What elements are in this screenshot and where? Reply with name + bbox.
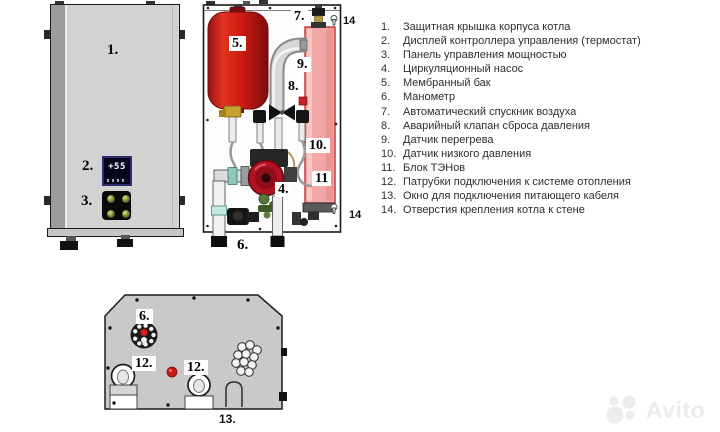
outlet-pipe [269, 37, 308, 112]
label-tank: 5. [229, 36, 246, 51]
air-vent-icon [311, 4, 326, 28]
label-cable-window: 13. [219, 412, 236, 426]
label-cover: 1. [107, 42, 119, 58]
pipe-stub [60, 241, 78, 250]
pipe-stub [66, 236, 76, 242]
pressure-sensor-icon [298, 96, 308, 106]
legend-item: 10.Датчик низкого давления [381, 147, 532, 160]
label-manometer-mid: 6. [237, 237, 249, 253]
label-power-panel: 3. [81, 193, 93, 209]
power-control-panel [102, 191, 131, 220]
legend-item: 13.Окно для подключения питающего кабеля [381, 190, 620, 203]
legend-item: 9.Датчик перегрева [381, 133, 494, 146]
valve-manifold [219, 104, 313, 188]
mount-lug [178, 30, 185, 39]
power-knob-icon [121, 194, 131, 204]
mount-keyhole-icon [330, 15, 338, 214]
panel-screws [206, 6, 338, 231]
mount-lug [178, 196, 185, 205]
red-indicator-dot [166, 366, 178, 378]
cover-side-strip [51, 5, 67, 228]
label-display: 2. [82, 158, 94, 174]
parts-legend: 1.Защитная крышка корпуса котла 2.Диспле… [381, 21, 719, 218]
legend-item: 2.Дисплей контроллера управления (термос… [381, 35, 641, 48]
label-low-pressure: 10. [306, 138, 330, 153]
legend-item: 14.Отверстия крепления котла к стене [381, 204, 585, 217]
front-bottom-strip [47, 228, 184, 237]
power-knob-icon [106, 208, 116, 219]
label-pipe-right: 12. [184, 360, 208, 375]
cover-edge-line [172, 5, 173, 228]
heater-block [302, 26, 336, 220]
legend-item: 8.Аварийный клапан сброса давления [381, 119, 590, 132]
display-buttons-row [107, 179, 127, 182]
internal-view [202, 0, 342, 247]
front-top-tab [55, 1, 64, 6]
label-manometer-bottom: 6. [136, 309, 153, 324]
membrane-tank [207, 4, 269, 113]
label-mount-bottom: 14 [349, 209, 362, 221]
legend-item: 4.Циркуляционный насос [381, 63, 524, 76]
manometer-icon [130, 321, 158, 349]
power-knob-icon [121, 208, 131, 219]
cable-slot-icon [225, 381, 243, 407]
legend-item: 11.Блок ТЭНов [381, 161, 466, 174]
label-heater-block: 11 [312, 171, 332, 186]
bottom-screws [106, 296, 280, 407]
front-top-tab [146, 1, 155, 6]
cable-holes-icon [231, 340, 262, 377]
thermostat-display: +55 [102, 156, 132, 186]
circulation-pump [213, 149, 297, 197]
legend-item: 1.Защитная крышка корпуса котла [381, 21, 571, 33]
avito-watermark: Avito [602, 390, 705, 430]
mount-lug [44, 30, 51, 39]
label-air-vent: 7. [291, 9, 308, 24]
pipe-stub [117, 239, 133, 247]
label-pipe-left: 12. [132, 356, 156, 371]
avito-logo-icon [606, 395, 636, 424]
connection-pipe-right [184, 373, 214, 410]
power-knob-icon [106, 194, 116, 204]
legend-item: 12.Патрубки подключения к системе отопле… [381, 176, 631, 189]
watermark-text: Avito [646, 397, 706, 423]
pipe-stub [121, 235, 130, 240]
legend-item: 7.Автоматический спускник воздуха [381, 105, 577, 118]
legend-item: 5.Мембранный бак [381, 77, 491, 90]
connection-pipe-left [109, 363, 138, 410]
label-mount-top: 14 [343, 15, 356, 27]
lower-piping [211, 180, 308, 247]
bottom-view [104, 294, 287, 410]
label-overheat: 9. [294, 57, 311, 72]
temperature-value: +55 [108, 162, 126, 172]
label-pump: 4. [275, 182, 292, 197]
legend-item: 6.Манометр [381, 91, 456, 104]
label-relief-valve: 8. [285, 79, 302, 94]
mount-lug [44, 196, 51, 205]
legend-item: 3.Панель управления мощностью [381, 49, 567, 62]
